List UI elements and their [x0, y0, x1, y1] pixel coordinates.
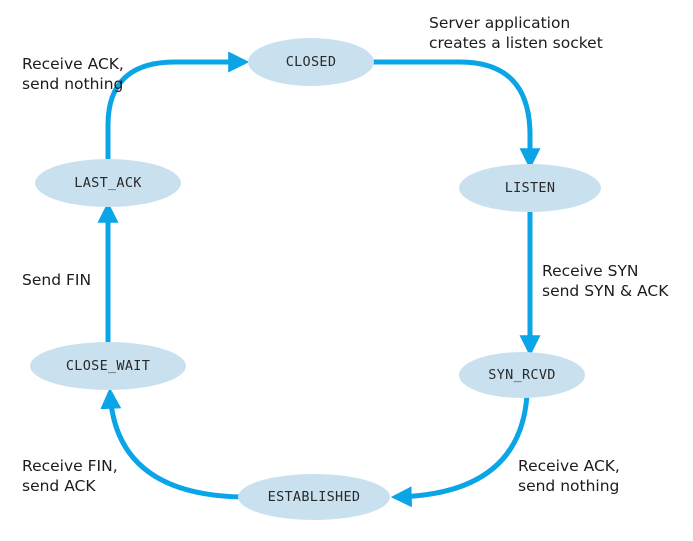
label-line: Receive ACK,: [22, 55, 124, 73]
state-established: ESTABLISHED: [238, 474, 390, 520]
label-line: Receive SYN: [542, 262, 639, 280]
arrow-closed-to-listen: [360, 59, 541, 170]
label-line: send SYN & ACK: [542, 282, 669, 300]
state-listen-label: LISTEN: [505, 180, 556, 196]
label-last-ack-to-closed: Receive ACK, send nothing: [22, 54, 124, 94]
label-line: Server application: [429, 14, 571, 32]
state-established-label: ESTABLISHED: [268, 489, 361, 505]
arrow-syn-rcvd-to-established: [390, 394, 530, 508]
label-line: creates a listen socket: [429, 34, 603, 52]
arrow-last-ack-to-closed: [105, 51, 250, 160]
state-closed-label: CLOSED: [286, 54, 337, 70]
state-last-ack: LAST_ACK: [35, 159, 181, 207]
label-closed-to-listen: Server application creates a listen sock…: [429, 13, 603, 53]
label-syn-rcvd-to-established: Receive ACK, send nothing: [518, 456, 620, 496]
arrow-established-to-close-wait: [100, 387, 244, 500]
state-close-wait: CLOSE_WAIT: [30, 342, 186, 390]
state-close-wait-label: CLOSE_WAIT: [66, 358, 150, 374]
state-syn-rcvd-label: SYN_RCVD: [488, 367, 555, 383]
state-listen: LISTEN: [459, 164, 601, 212]
label-listen-to-syn-rcvd: Receive SYN send SYN & ACK: [542, 261, 668, 301]
state-last-ack-label: LAST_ACK: [74, 175, 142, 191]
label-line: Send FIN: [22, 271, 92, 289]
label-line: send nothing: [518, 477, 620, 495]
state-syn-rcvd: SYN_RCVD: [459, 352, 585, 398]
label-line: send ACK: [22, 477, 96, 495]
label-established-to-close-wait: Receive FIN, send ACK: [22, 456, 118, 496]
label-close-wait-to-last-ack: Send FIN: [22, 270, 91, 290]
state-closed: CLOSED: [248, 38, 374, 86]
label-line: Receive FIN,: [22, 457, 118, 475]
label-line: send nothing: [22, 75, 124, 93]
label-line: Receive ACK,: [518, 457, 620, 475]
